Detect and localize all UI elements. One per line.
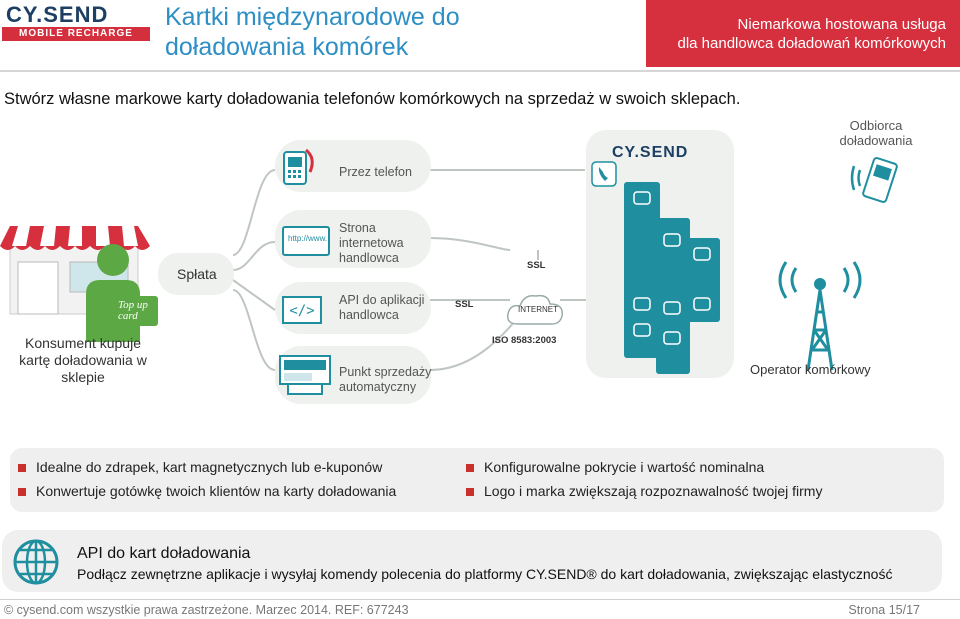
api-label: API do aplikacji handlowca (339, 293, 424, 323)
page-title-line1: Kartki międzynarodowe do (165, 3, 460, 31)
website-label: Strona internetowa handlowca (339, 221, 404, 266)
feature-item: Konwertuje gotówkę twoich klientów na ka… (18, 483, 396, 499)
topup-line1: Top up (118, 299, 148, 311)
cell-tower-icon (778, 261, 862, 371)
ssl-top-label: SSL (527, 260, 546, 271)
operator-label: Operator komórkowy (750, 362, 871, 377)
intro-text: Stwórz własne markowe karty doładowania … (4, 90, 741, 108)
topup-line2: card (118, 310, 138, 322)
iso-standard-label: ISO 8583:2003 (492, 335, 557, 346)
footer-divider (0, 599, 960, 600)
footer-page-number: Strona 15/17 (848, 603, 920, 617)
header-banner: Niemarkowa hostowana usługa dla handlowc… (646, 0, 960, 67)
connector-lines (232, 169, 600, 371)
api-panel (2, 530, 942, 592)
api-description: Podłącz zewnętrzne aplikacje i wysyłaj k… (77, 566, 893, 582)
page-title-line2: doładowania komórek (165, 33, 409, 61)
feature-item: Logo i marka zwiększają rozpoznawalność … (466, 483, 822, 499)
api-title: API do kart doładowania (77, 545, 251, 562)
payment-pill (158, 253, 234, 295)
feature-text: Logo i marka zwiększają rozpoznawalność … (484, 483, 823, 499)
api-line1: API do aplikacji (339, 293, 425, 307)
banner-line2: dla handlowca doładowań komórkowych (677, 35, 947, 52)
topup-card-icon: Top up card (108, 296, 158, 326)
recipient-label: Odbiorca doładowania (836, 118, 916, 148)
pos-line2: automatyczny (339, 380, 417, 394)
consumer-caption: Konsument kupuje kartę doładowania w skl… (12, 335, 154, 386)
feature-text: Idealne do zdrapek, kart magnetycznych l… (36, 459, 383, 475)
banner-line1: Niemarkowa hostowana usługa (737, 16, 946, 33)
consumer-line2: kartę doładowania w (19, 352, 147, 368)
internet-cloud-icon (506, 294, 563, 325)
recipient-phone-icon (850, 157, 898, 203)
server-racks-icon (624, 182, 720, 374)
bullet-square-icon (18, 488, 26, 496)
code-icon: </> (282, 296, 322, 324)
pos-label: Punkt sprzedaży automatyczny (339, 365, 431, 395)
url-text: http://www. (288, 234, 328, 243)
globe-icon (13, 539, 59, 585)
header-divider (0, 70, 960, 72)
via-phone-label: Przez telefon (339, 165, 412, 179)
logo-main-text: CY.SEND (6, 2, 109, 27)
pos-line1: Punkt sprzedaży (339, 365, 432, 379)
website-line1: Strona (339, 221, 376, 235)
feature-text: Konfigurowalne pokrycie i wartość nomina… (484, 459, 765, 475)
feature-item: Idealne do zdrapek, kart magnetycznych l… (18, 459, 382, 475)
cysend-logo: CY.SEND MOBILE RECHARGE (0, 0, 152, 44)
website-line3: handlowca (339, 251, 399, 265)
mobile-phone-icon (283, 148, 314, 185)
consumer-line1: Konsument kupuje (25, 335, 141, 351)
ssl-mid-label: SSL (455, 299, 474, 310)
browser-icon: http://www. (282, 226, 330, 256)
feature-text: Konwertuje gotówkę twoich klientów na ka… (36, 483, 397, 499)
payment-label: Spłata (177, 266, 217, 282)
consumer-person-icon (86, 244, 140, 342)
platform-phone-icon (591, 161, 617, 187)
recipient-line1: Odbiorca (849, 118, 903, 133)
consumer-line3: sklepie (61, 369, 105, 385)
website-line2: internetowa (339, 236, 404, 250)
internet-label: INTERNET (518, 305, 558, 314)
features-panel (10, 448, 944, 512)
feature-item: Konfigurowalne pokrycie i wartość nomina… (466, 459, 764, 475)
recipient-line2: doładowania (839, 133, 913, 148)
bullet-square-icon (18, 464, 26, 472)
footer-copyright: © cysend.com wszystkie prawa zastrzeżone… (4, 603, 409, 617)
code-text: </> (289, 303, 315, 319)
logo-sub-text: MOBILE RECHARGE (2, 27, 150, 41)
pos-terminal-icon (279, 355, 331, 395)
platform-logo-text: CY.SEND (612, 144, 689, 161)
bullet-square-icon (466, 464, 474, 472)
bullet-square-icon (466, 488, 474, 496)
recharge-flow-diagram: Top up card Konsument kupuje kartę doład… (0, 110, 960, 440)
api-line2: handlowca (339, 308, 399, 322)
page-title: Kartki międzynarodowe do doładowania kom… (165, 2, 605, 62)
